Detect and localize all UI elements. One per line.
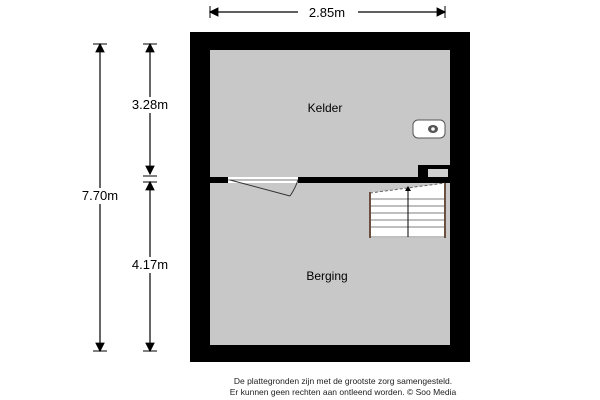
total-height-label: 7.70m bbox=[82, 188, 118, 203]
boiler-icon bbox=[412, 119, 446, 139]
dimension-total-height: 7.70m bbox=[75, 42, 127, 353]
room-label-berging: Berging bbox=[306, 269, 347, 283]
door bbox=[228, 177, 299, 197]
staircase bbox=[369, 182, 446, 238]
disclaimer-line-1: De plattegronden zijn met de grootste zo… bbox=[234, 376, 452, 386]
dividing-wall bbox=[210, 177, 422, 183]
dimension-berging-height: 4.17m bbox=[125, 180, 177, 353]
disclaimer-line-2: Er kunnen geen rechten aan ontleend word… bbox=[230, 387, 457, 397]
berging-height-label: 4.17m bbox=[132, 257, 168, 272]
wall-notch-recess bbox=[428, 169, 448, 177]
dimension-width: 2.85m bbox=[208, 4, 447, 20]
room-label-kelder: Kelder bbox=[308, 101, 343, 115]
arrow-up-icon bbox=[405, 186, 411, 191]
dimension-kelder-height: 3.28m bbox=[125, 42, 177, 177]
kelder-height-label: 3.28m bbox=[132, 97, 168, 112]
width-label: 2.85m bbox=[309, 5, 345, 20]
